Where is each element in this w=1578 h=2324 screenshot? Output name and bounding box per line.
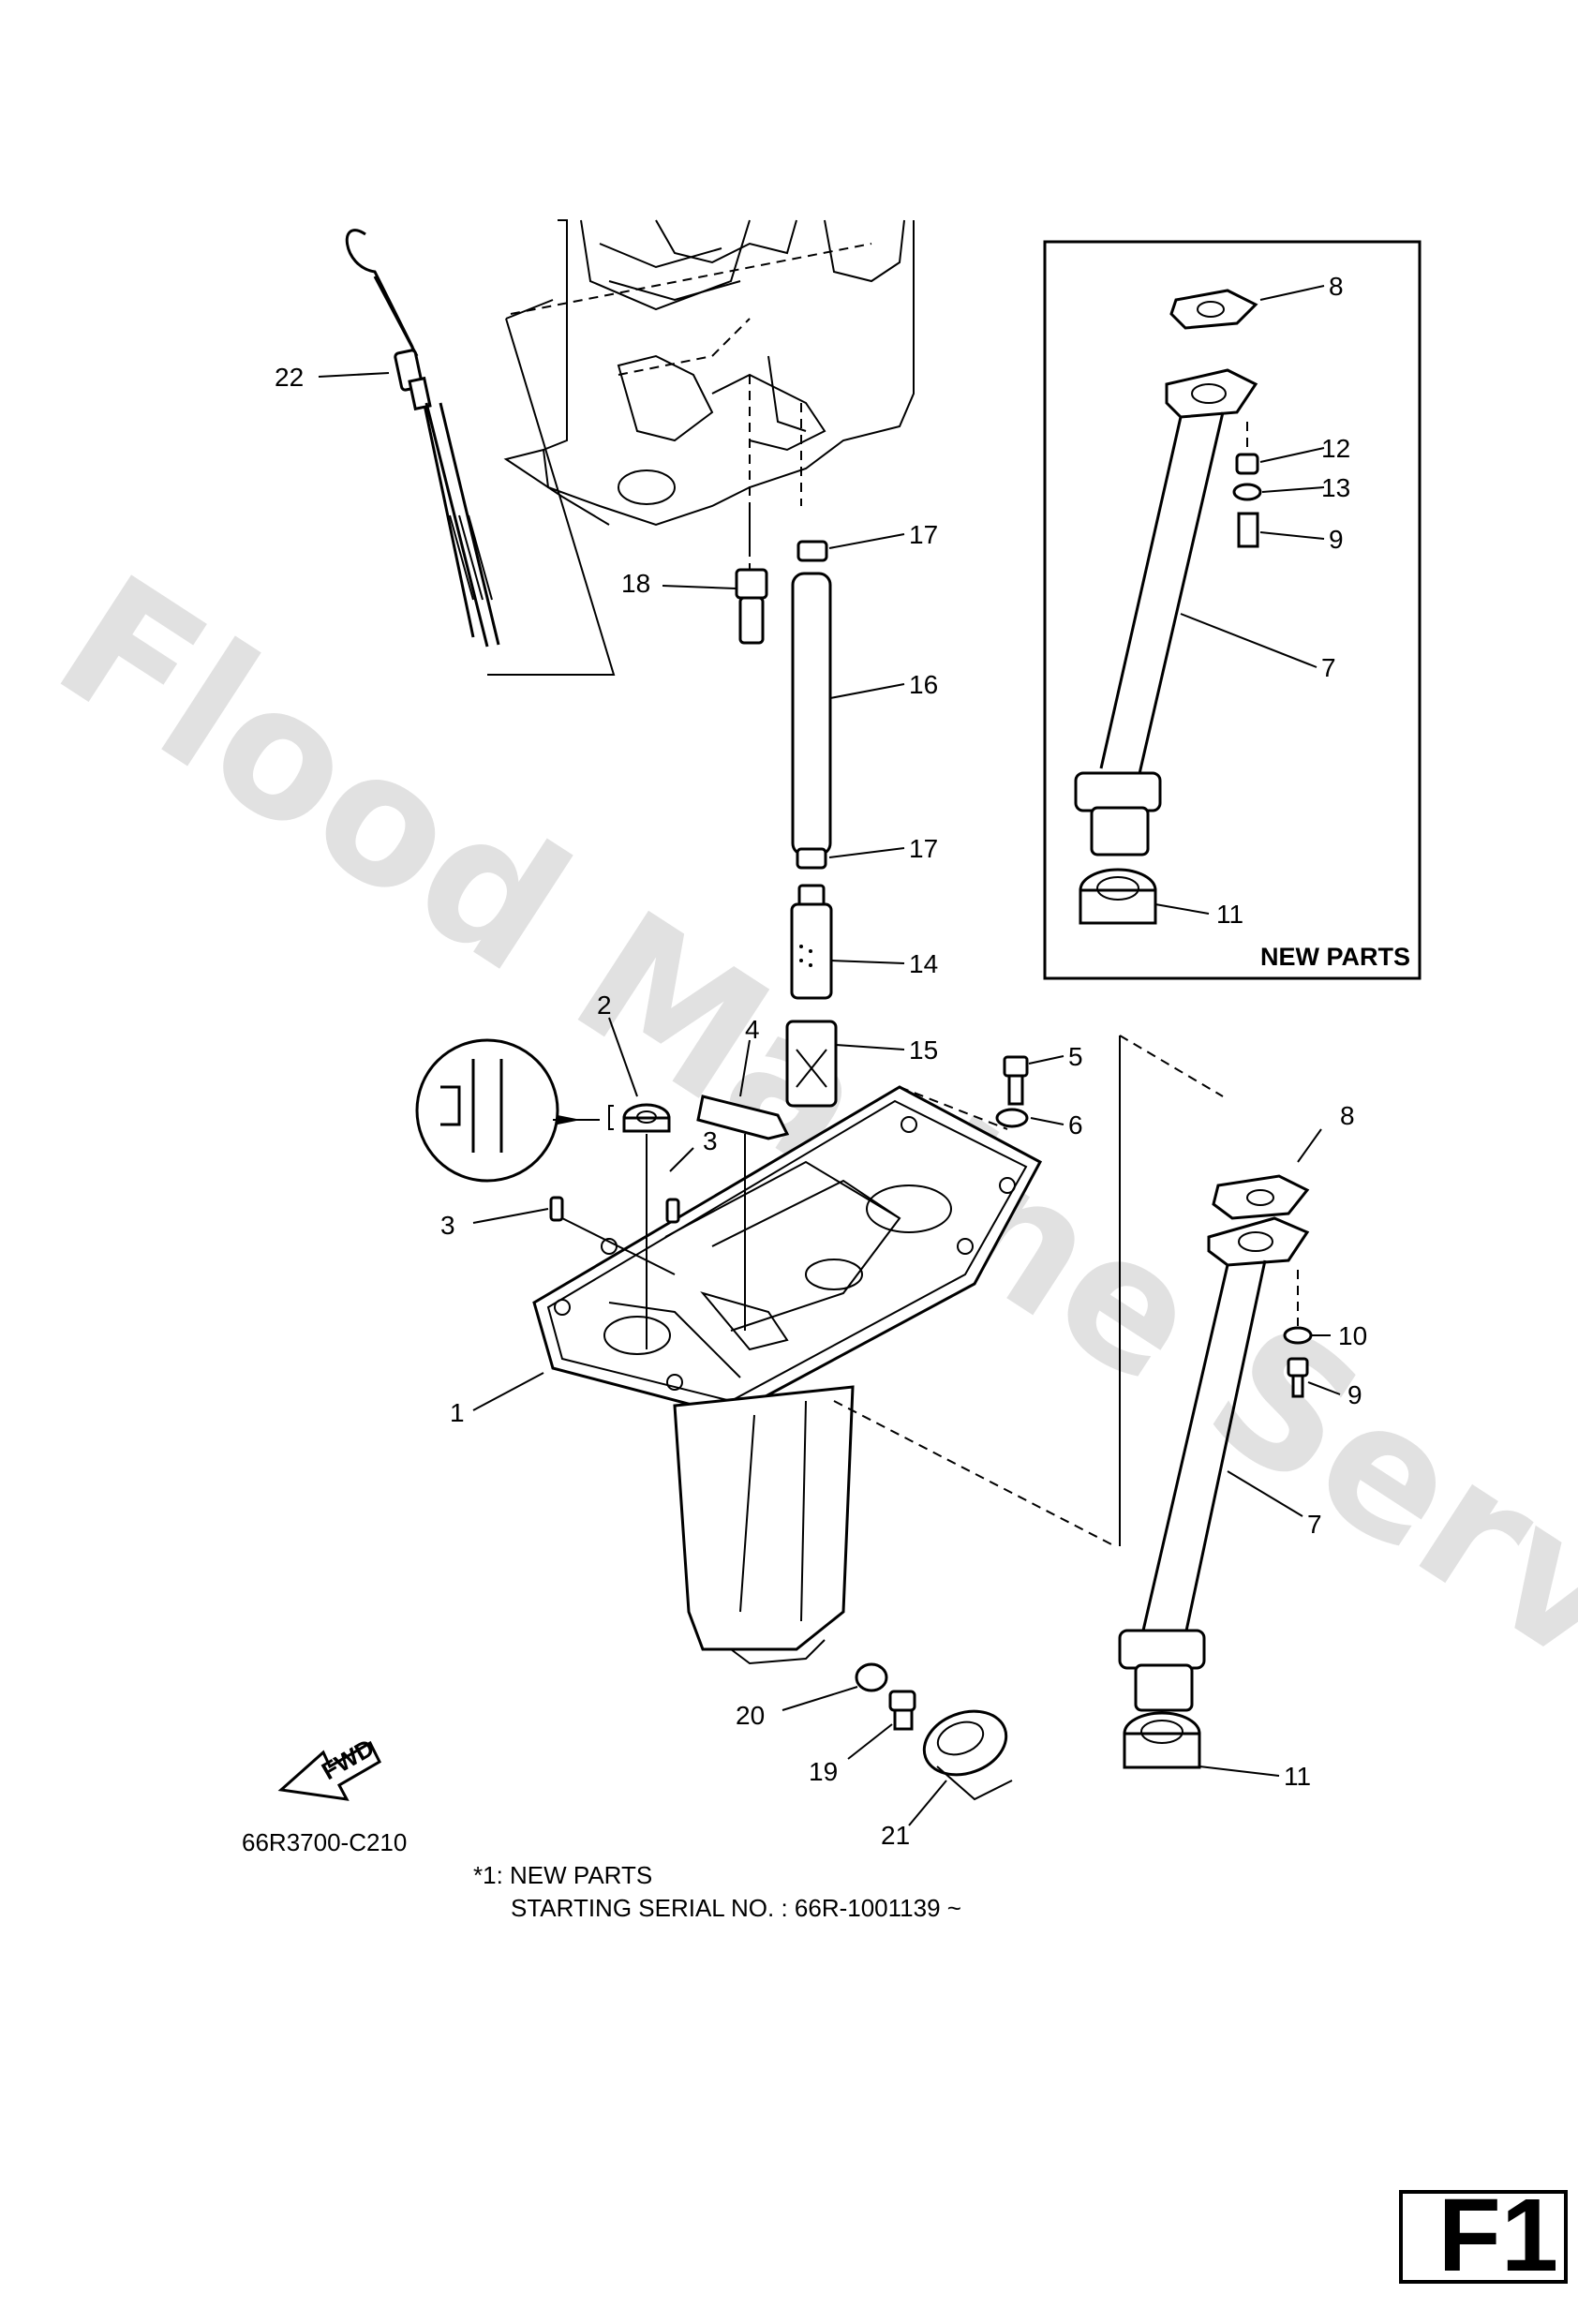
callout-3-left: 3 [440,1211,455,1240]
callout-16: 16 [909,670,938,699]
callout-11-inset: 11 [1216,900,1243,929]
callout-17-lower: 17 [909,834,938,863]
callout-8-inset: 8 [1329,272,1344,301]
callout-21: 21 [881,1821,910,1850]
part-seal-detail [415,1038,671,1349]
callout-13: 13 [1321,473,1350,502]
callout-15: 15 [909,1035,938,1065]
lower-pipe-kit [1118,1174,1313,1769]
new-parts-inset [1043,240,1422,980]
part-pin-left [549,1196,564,1222]
callout-17-upper: 17 [909,520,938,549]
part-dipstick [345,229,500,648]
part-pin-upper [665,1198,680,1224]
callout-labels: 22 18 17 16 17 14 15 2 4 3 3 1 5 6 8 12 … [275,272,1367,1850]
callout-5: 5 [1068,1042,1083,1071]
callout-9-inset: 9 [1329,525,1344,554]
page-tag-label: F1 [1437,2178,1558,2293]
footnote-line-2: STARTING SERIAL NO. : 66R-1001139 ~ [511,1894,961,1922]
callout-2: 2 [597,991,612,1020]
callout-8-lower: 8 [1340,1101,1355,1130]
part-column [749,506,838,1108]
callout-6: 6 [1068,1110,1083,1140]
callout-1: 1 [450,1398,465,1427]
reference-lines [833,1035,1224,1547]
callout-11-lower: 11 [1284,1762,1311,1791]
engine-block [487,219,915,676]
part-oil-pan [532,1085,1043,1665]
callout-18: 18 [621,569,650,598]
callout-9-lower: 9 [1347,1380,1362,1409]
part-bolt-5-shank [1007,1074,1024,1106]
callout-4: 4 [745,1015,760,1044]
callout-3-upper: 3 [703,1126,718,1155]
callout-14: 14 [909,949,938,978]
callout-19: 19 [809,1757,838,1786]
diagram-code: 66R3700-C210 [242,1828,407,1856]
callout-10: 10 [1338,1321,1367,1350]
page-tag: F1 [1399,2184,1568,2287]
footnote-line-1: *1: NEW PARTS [473,1861,652,1889]
drain-parts [855,1662,1013,1801]
pin-leader [561,1217,676,1275]
callout-12: 12 [1321,434,1350,463]
callout-22: 22 [275,363,304,392]
part-washer-6 [995,1108,1029,1128]
callout-leaders [318,285,1341,1826]
part-gasket [696,1095,790,1140]
fwd-arrow-icon: FWD [277,1734,381,1801]
callout-20: 20 [736,1701,765,1730]
callout-7-lower: 7 [1307,1510,1322,1539]
callout-7-inset: 7 [1321,653,1336,682]
inset-label: NEW PARTS [1260,943,1410,971]
part-bolt-5 [1003,1055,1029,1078]
inset-parts [1074,289,1262,925]
part-fitting [735,515,768,645]
